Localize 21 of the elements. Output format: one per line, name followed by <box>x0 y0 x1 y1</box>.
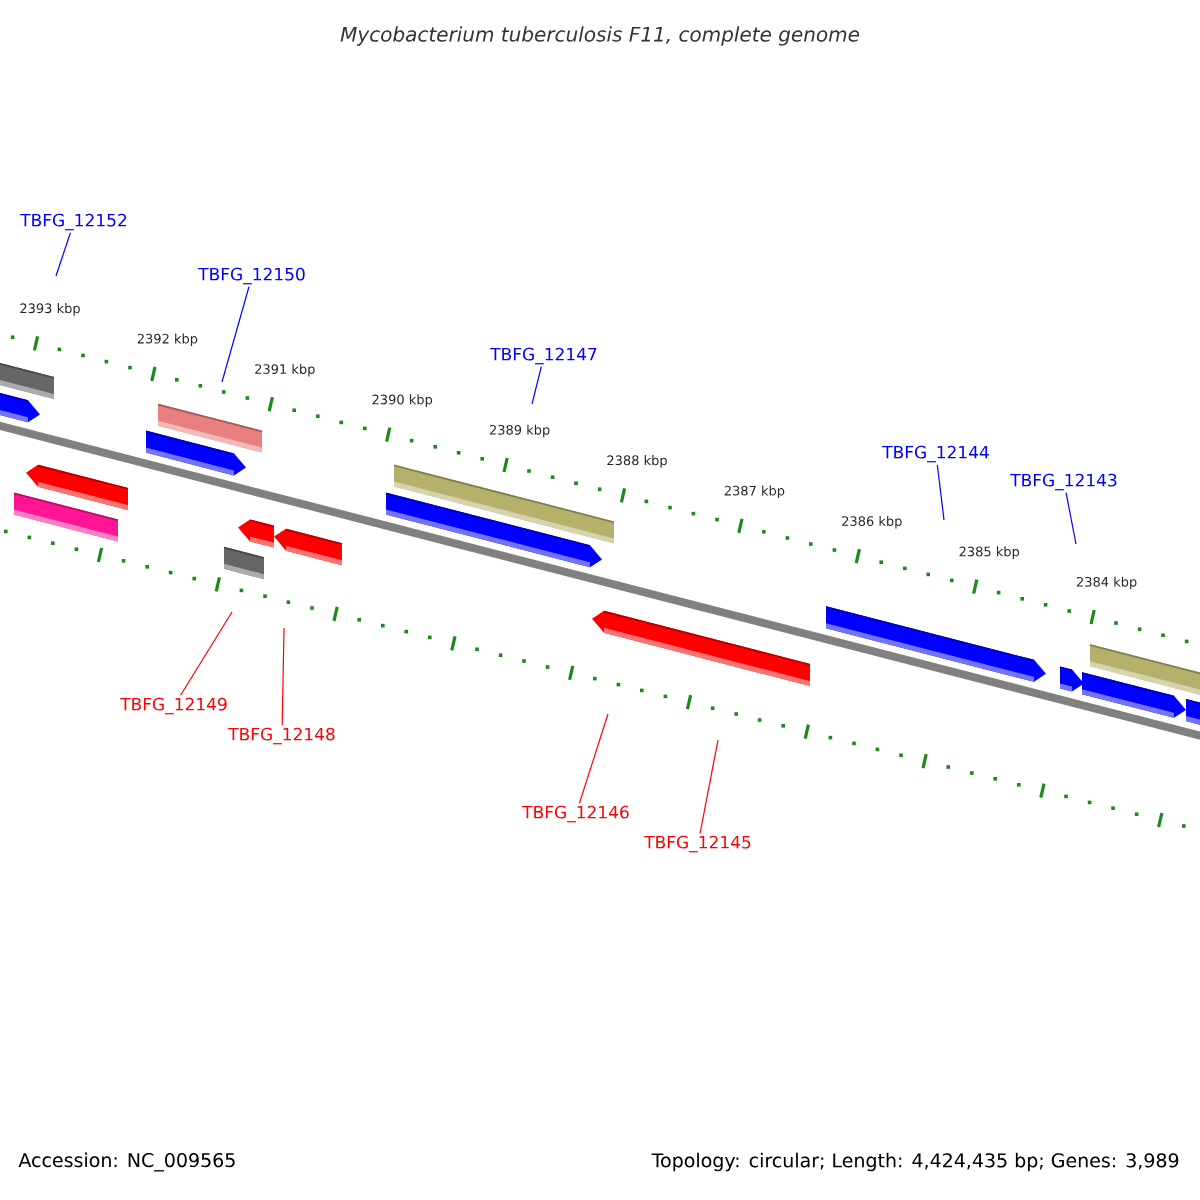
gene-label: TBFG_12150 <box>198 267 305 285</box>
gene-label: TBFG_12147 <box>490 347 597 365</box>
leader-line <box>281 627 285 726</box>
leader-line <box>699 739 719 834</box>
gene-label: TBFG_12149 <box>120 697 227 715</box>
gene-label: TBFG_12145 <box>644 835 751 853</box>
gene-label: TBFG_12144 <box>882 445 989 463</box>
leader-line <box>221 286 250 383</box>
gene-label: TBFG_12143 <box>1010 473 1117 491</box>
leader-line <box>936 464 945 521</box>
leader-line <box>55 232 72 277</box>
gene-label: TBFG_12146 <box>522 805 629 823</box>
footer-text: Topology: circular; Length: 4,424,435 bp; Genes: 3,989 <box>651 1152 1179 1172</box>
title: Mycobacterium tuberculosis F11, complete genome <box>340 26 860 46</box>
gene-label: TBFG_12152 <box>20 213 127 231</box>
leader-line <box>180 611 233 696</box>
footer-text: Accession: NC_009565 <box>18 1152 235 1172</box>
leader-line <box>578 713 609 804</box>
leader-line <box>531 366 542 405</box>
gene-label: TBFG_12148 <box>228 727 335 745</box>
leader-line <box>1065 492 1077 545</box>
